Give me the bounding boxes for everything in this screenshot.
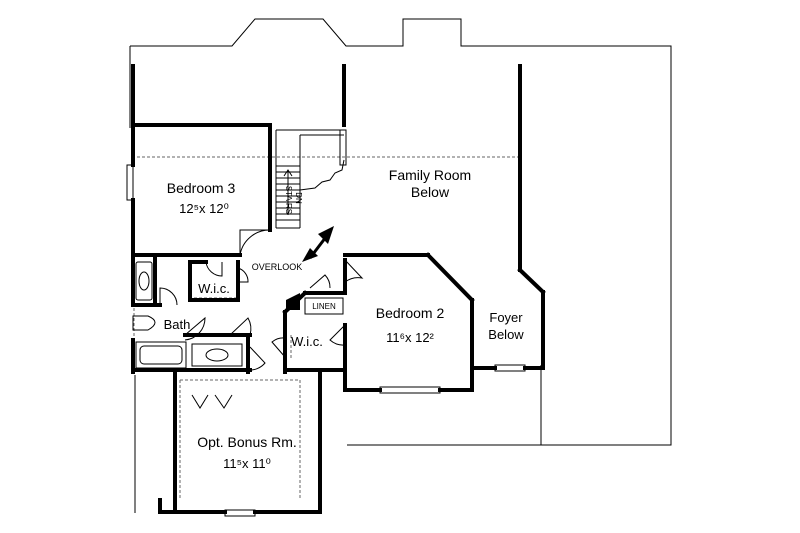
- bonus-dim: 11⁵x 11⁰: [223, 456, 271, 471]
- bedroom2-dim: 11⁶x 12²: [386, 330, 434, 345]
- wic2-label: W.i.c.: [291, 334, 323, 349]
- bedroom3-name: Bedroom 3: [167, 180, 236, 196]
- bath-label: Bath: [164, 317, 191, 332]
- wic1-label: W.i.c.: [198, 281, 230, 296]
- overlook-label: OVERLOOK: [252, 262, 303, 272]
- windows: [126, 129, 526, 517]
- roof-outline: [129, 18, 672, 513]
- foyer-line2: Below: [488, 327, 524, 342]
- stairs: [275, 129, 345, 229]
- bedroom2-name: Bedroom 2: [376, 305, 445, 321]
- fixtures: [132, 261, 344, 369]
- foyer-line1: Foyer: [489, 310, 523, 325]
- walls: [131, 64, 546, 514]
- bedroom3-dim: 12⁵x 12⁰: [179, 201, 229, 216]
- dn-label: DN: [294, 192, 303, 204]
- door-swings: [159, 229, 364, 409]
- overlook-arrow-icon: [302, 226, 334, 262]
- linen-label: LINEN: [312, 302, 336, 311]
- stairs-label: STAIRS: [284, 186, 293, 214]
- bonus-name: Opt. Bonus Rm.: [197, 434, 297, 450]
- family-room-line2: Below: [411, 184, 450, 200]
- family-room-line1: Family Room: [389, 167, 471, 183]
